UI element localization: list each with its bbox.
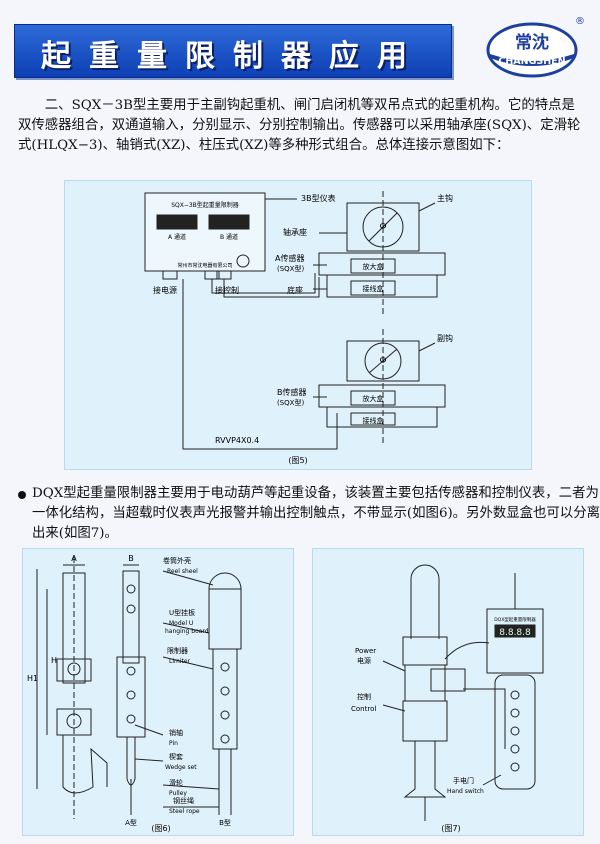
display-b-label: B 通道	[220, 233, 238, 241]
figure-5-caption: (图5)	[288, 456, 307, 465]
type-a-label: A型	[125, 818, 137, 827]
hand-switch-cn: 手电门	[453, 776, 474, 785]
board-en-2: hanging board	[165, 628, 209, 635]
figure-7-caption: (图7)	[441, 824, 460, 833]
title-bar: 起重量限制器应用	[14, 24, 452, 78]
reel-en: Reel sheel	[167, 568, 198, 575]
label-3b-meter: 3B型仪表	[301, 193, 336, 203]
label-connect-power: 接电源	[153, 285, 177, 295]
label-main-hook: 主钩	[437, 193, 453, 203]
bullet-dot	[18, 491, 26, 499]
label-sensor-b-type: (SQX型)	[277, 398, 304, 407]
dqx-paragraph: DQX型起重量限制器主要用于电动葫芦等起重设备，该装置主要包括传感器和控制仪表，…	[32, 486, 600, 541]
display-box-digits: 8.8.8.8	[499, 628, 531, 638]
intro-paragraph-sqx3b: 二、SQX－3B型主要用于主副钩起重机、闸门启闭机等双吊点式的起重机构。它的特点…	[18, 98, 581, 153]
figure-7-panel: Power 电源 控制 Control DQX型起重量限制器 8.8.8.8 手…	[312, 548, 584, 836]
logo-cn: 常沈	[515, 32, 549, 53]
display-a-label: A 通道	[168, 233, 186, 241]
type-b-label: B型	[219, 818, 231, 827]
label-sensor-a: A传感器	[275, 253, 304, 263]
company-logo: 常沈 CHANGSHEN ®	[486, 16, 585, 78]
pin-en: Pin	[169, 740, 178, 747]
limiter-en: Limiter	[169, 658, 191, 665]
limiter-cn: 限制器	[167, 646, 188, 655]
label-junction-box-a: 接线盒	[363, 284, 384, 293]
control-en: Control	[351, 705, 376, 713]
figure-6-panel: A B H H1 卷筒外壳 Reel sheel U型挂板 Model U ha…	[22, 548, 294, 836]
meter-footer: 常州市常沈电器有限公司	[177, 262, 232, 269]
phi-symbol-a: Φ	[379, 222, 386, 232]
logo-registered-mark: ®	[575, 16, 585, 27]
logo-en: CHANGSHEN	[498, 56, 565, 67]
board-cn: U型挂板	[169, 608, 195, 617]
label-junction-box-b: 接线盒	[363, 416, 384, 425]
pulley-cn: 滑轮	[169, 778, 183, 787]
figure-5-panel: SQX−3B型起重量限制器 A 通道 B 通道 常州市常沈电器有限公司 3B型仪…	[64, 180, 532, 470]
wedge-en: Wedge set	[165, 764, 197, 771]
figure-5-diagram: SQX−3B型起重量限制器 A 通道 B 通道 常州市常沈电器有限公司 3B型仪…	[144, 191, 453, 465]
power-en: Power	[355, 647, 376, 655]
dim-h: H	[51, 656, 57, 665]
phi-symbol-b: Φ	[379, 356, 386, 366]
label-bearing-seat: 轴承座	[283, 227, 307, 237]
rope-en: Steel rope	[169, 808, 200, 815]
label-amp-box-b: 放大盒	[363, 394, 384, 403]
page-title: 起重量限制器应用	[41, 39, 425, 74]
label-cable: RVVP4X0.4	[215, 436, 259, 445]
board-en-1: Model U	[169, 620, 193, 627]
reel-cn: 卷筒外壳	[163, 556, 191, 565]
dim-a: A	[71, 554, 77, 563]
figure-6-caption: (图6)	[151, 824, 170, 833]
control-cn: 控制	[357, 692, 371, 701]
pulley-en: Pulley	[169, 790, 187, 797]
label-sensor-b: B传感器	[277, 387, 307, 397]
dim-h1: H1	[27, 674, 38, 683]
figure-7-diagram: Power 电源 控制 Control DQX型起重量限制器 8.8.8.8 手…	[351, 564, 544, 833]
power-cn: 电源	[357, 656, 371, 665]
meter-title: SQX−3B型起重量限制器	[171, 201, 239, 209]
label-connect-control: 接控制	[215, 285, 239, 295]
label-aux-hook: 副钩	[437, 333, 453, 343]
hand-switch-en: Hand switch	[447, 788, 484, 795]
figure-6-diagram: A B H H1 卷筒外壳 Reel sheel U型挂板 Model U ha…	[27, 554, 242, 833]
display-box-title: DQX型起重量限制器	[494, 616, 536, 623]
label-base: 底座	[287, 285, 303, 295]
pin-cn: 销轴	[169, 728, 183, 737]
dim-b: B	[128, 554, 134, 563]
label-amp-box-a: 放大盒	[363, 262, 384, 271]
wedge-cn: 楔套	[169, 752, 183, 761]
rope-cn: 钢丝绳	[173, 796, 194, 805]
label-sensor-a-type: (SQX型)	[277, 264, 304, 273]
